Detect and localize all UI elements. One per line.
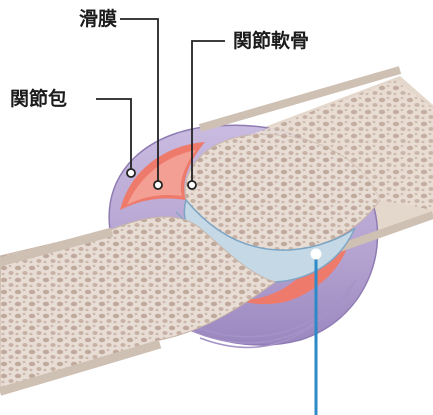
label-synovial-membrane: 滑膜 bbox=[79, 8, 117, 30]
label-joint-capsule: 関節包 bbox=[10, 88, 67, 110]
callout-dot bbox=[311, 249, 321, 259]
leader-capsule bbox=[96, 99, 131, 170]
label-articular-cartilage: 関節軟骨 bbox=[233, 30, 309, 52]
